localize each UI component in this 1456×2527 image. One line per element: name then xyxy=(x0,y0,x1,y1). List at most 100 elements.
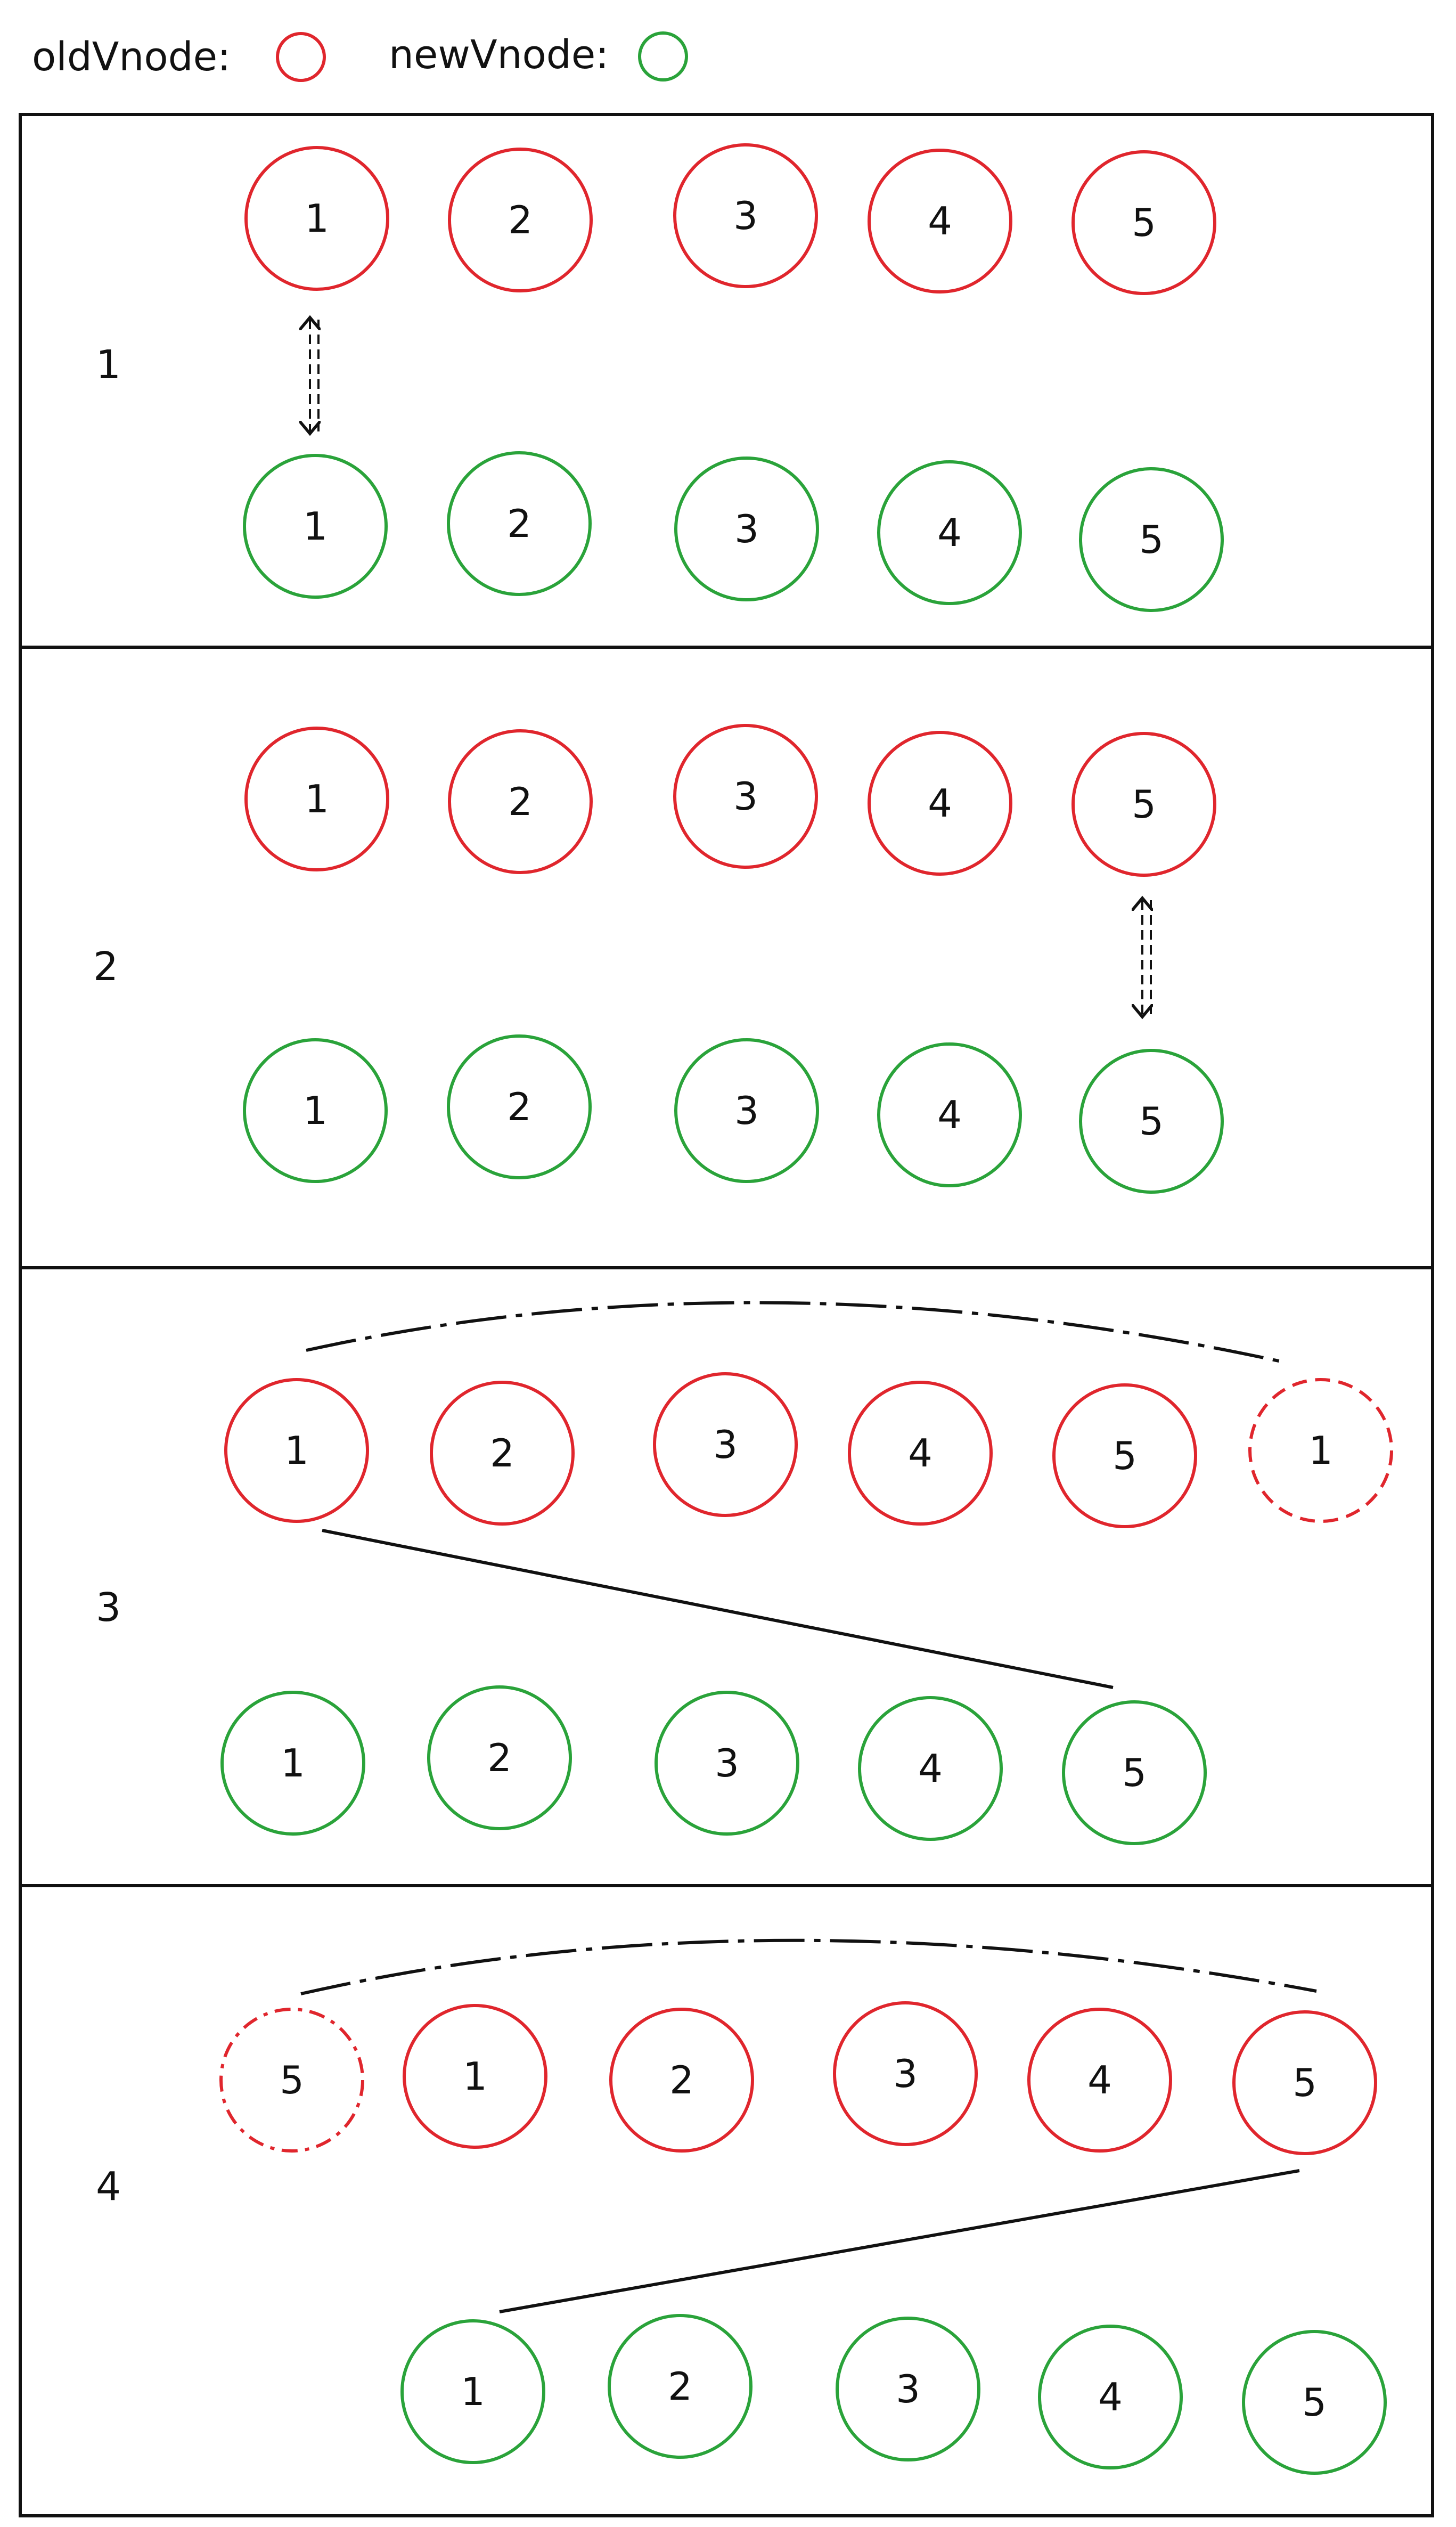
new-node: 1 xyxy=(400,2319,545,2464)
node-label: 4 xyxy=(937,1093,962,1137)
old-node: 4 xyxy=(848,1381,993,1526)
new-node: 4 xyxy=(858,1696,1003,1841)
old-node-row: 1 2 3 4 5 xyxy=(244,724,1216,877)
node-label: 1 xyxy=(281,1741,305,1786)
panel-2: 2 1 2 3 4 5 1 2 3 4 5 xyxy=(93,724,1224,1194)
old-node: 2 xyxy=(448,148,593,292)
new-node: 5 xyxy=(1079,1049,1224,1194)
panel-label: 1 xyxy=(96,342,121,388)
node-label: 5 xyxy=(1113,1433,1137,1478)
new-node-row: 1 2 3 4 5 xyxy=(243,1034,1224,1194)
new-node: 1 xyxy=(243,1038,388,1183)
old-node: 2 xyxy=(609,2008,754,2153)
node-label: 5 xyxy=(1302,2380,1327,2425)
node-label: 2 xyxy=(507,501,531,546)
new-node: 4 xyxy=(877,1042,1022,1187)
node-label: 2 xyxy=(669,2058,694,2102)
new-node: 1 xyxy=(220,1691,365,1836)
node-label: 2 xyxy=(508,779,533,824)
node-label: 2 xyxy=(487,1735,512,1780)
ghost-old-node: 5 xyxy=(219,2008,364,2153)
node-label: 2 xyxy=(507,1085,531,1129)
node-label: 5 xyxy=(1132,782,1156,827)
node-label: 3 xyxy=(734,1088,759,1133)
node-label: 4 xyxy=(918,1746,943,1791)
panel-3: 3 1 2 3 4 5 1 1 2 3 4 5 xyxy=(96,1301,1393,1845)
old-node: 1 xyxy=(224,1378,369,1523)
node-label: 4 xyxy=(1087,2058,1112,2102)
node-label: 3 xyxy=(893,2051,918,2096)
move-arc xyxy=(306,1301,1287,1364)
old-node: 4 xyxy=(1027,2008,1172,2153)
new-node: 2 xyxy=(447,451,592,596)
legend-old-label: oldVnode: xyxy=(32,34,231,80)
old-node: 5 xyxy=(1232,2010,1377,2155)
old-node: 1 xyxy=(244,146,389,291)
panel-frame xyxy=(19,113,1434,2517)
new-node: 2 xyxy=(608,2314,752,2459)
node-label: 3 xyxy=(713,1422,738,1467)
node-label: 3 xyxy=(733,193,758,238)
legend-new-circle xyxy=(638,31,688,81)
new-node: 4 xyxy=(877,460,1022,605)
new-node: 3 xyxy=(674,1038,819,1183)
panel-label: 3 xyxy=(96,1585,121,1631)
panel-1: 1 1 2 3 4 5 1 2 3 4 5 xyxy=(96,143,1224,612)
new-node: 5 xyxy=(1079,467,1224,612)
old-node: 2 xyxy=(448,729,593,874)
node-label: 3 xyxy=(896,2367,920,2411)
legend-new-label: newVnode: xyxy=(389,32,609,78)
panel-frames xyxy=(19,113,1434,2517)
legend-old-circle xyxy=(276,32,326,82)
node-label: 2 xyxy=(490,1431,514,1476)
old-node: 4 xyxy=(868,731,1012,876)
panel-label: 2 xyxy=(93,944,118,990)
old-node: 5 xyxy=(1071,150,1216,295)
node-label: 4 xyxy=(928,781,952,826)
new-node: 2 xyxy=(447,1034,592,1179)
node-label: 1 xyxy=(284,1428,309,1473)
node-label: 3 xyxy=(715,1741,739,1786)
new-node-row: 1 2 3 4 5 xyxy=(400,2314,1387,2475)
node-label: 4 xyxy=(928,199,952,243)
old-node: 3 xyxy=(673,724,818,869)
node-label: 3 xyxy=(733,774,758,819)
match-line xyxy=(499,2169,1300,2313)
new-node: 1 xyxy=(243,454,388,599)
old-node: 5 xyxy=(1071,732,1216,877)
node-label: 1 xyxy=(305,196,329,241)
move-arc xyxy=(300,1938,1317,1995)
node-label: 1 xyxy=(303,1088,328,1133)
old-node-row: 1 2 3 4 5 xyxy=(244,143,1216,295)
panel-label: 4 xyxy=(96,2164,121,2210)
old-node: 5 xyxy=(1052,1383,1197,1528)
old-node: 4 xyxy=(868,149,1012,294)
node-label: 5 xyxy=(280,2058,304,2102)
ghost-old-node: 1 xyxy=(1248,1378,1393,1523)
node-label: 1 xyxy=(1308,1428,1333,1473)
node-label: 1 xyxy=(463,2054,487,2099)
old-node-row: 5 1 2 3 4 5 xyxy=(219,2001,1377,2155)
node-label: 4 xyxy=(937,510,962,555)
new-node-row: 1 2 3 4 5 xyxy=(243,451,1224,612)
old-node-row: 1 2 3 4 5 1 xyxy=(224,1372,1393,1528)
match-line xyxy=(322,1529,1114,1689)
node-label: 5 xyxy=(1132,200,1156,245)
node-label: 2 xyxy=(508,198,533,242)
node-label: 3 xyxy=(734,507,759,551)
new-node: 4 xyxy=(1038,2325,1183,2469)
new-node: 2 xyxy=(427,1685,572,1830)
node-label: 1 xyxy=(461,2369,485,2414)
node-label: 4 xyxy=(908,1431,933,1476)
old-node: 3 xyxy=(653,1372,798,1517)
node-label: 5 xyxy=(1139,517,1164,562)
new-node: 3 xyxy=(836,2317,980,2461)
node-label: 1 xyxy=(303,504,328,549)
node-label: 2 xyxy=(668,2364,692,2409)
new-node: 3 xyxy=(655,1691,799,1836)
double-arrow-connector xyxy=(1142,900,1151,1015)
old-node: 1 xyxy=(403,2004,547,2149)
new-node: 5 xyxy=(1242,2330,1387,2475)
node-label: 5 xyxy=(1139,1099,1164,1144)
